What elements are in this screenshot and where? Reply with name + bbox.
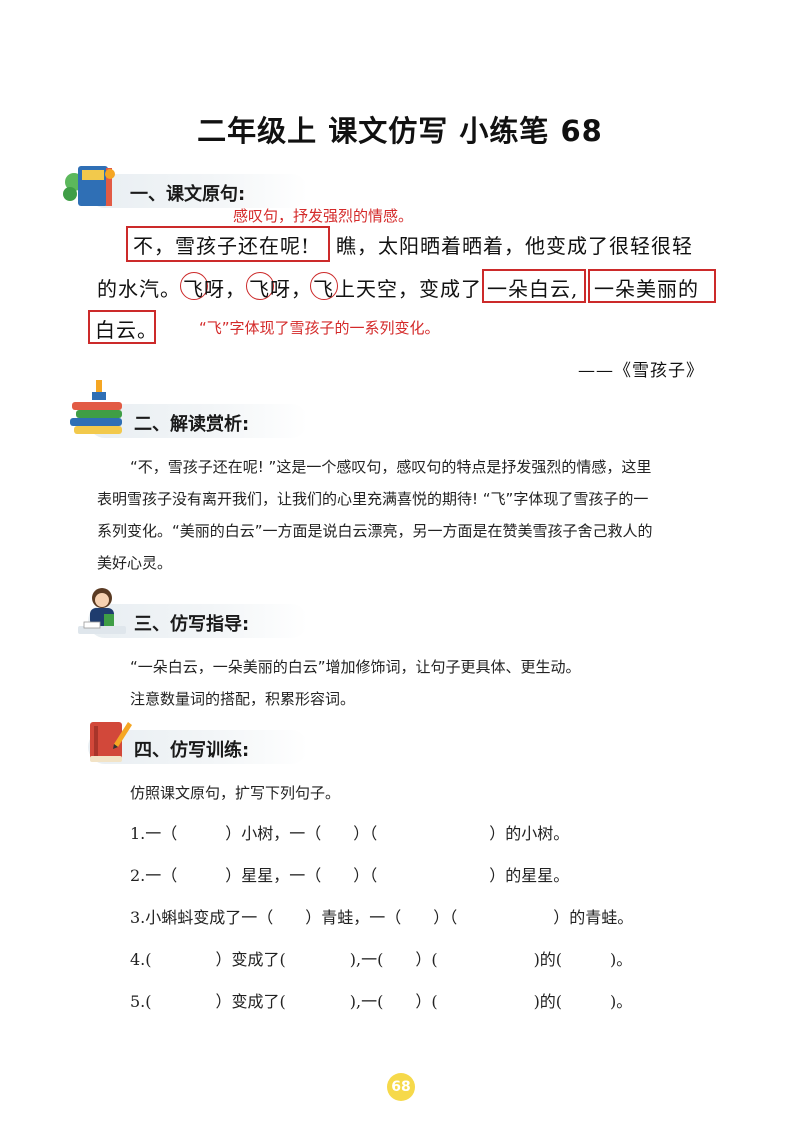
boxed-phrase-a: 一朵白云, bbox=[487, 277, 579, 301]
page-number-badge: 68 bbox=[387, 1073, 415, 1101]
highlight-box bbox=[482, 269, 586, 303]
highlight-box bbox=[588, 269, 716, 303]
books-icon bbox=[62, 160, 115, 206]
practice-item[interactable]: 5.( ）变成了( ),一( ）( )的( )。 bbox=[130, 992, 633, 1011]
section-bar bbox=[88, 404, 308, 438]
guide-line: “一朵白云，一朵美丽的白云”增加修饰词，让句子更具体、更生动。 bbox=[130, 658, 581, 676]
analysis-line: “不，雪孩子还在呢! ”这是一个感叹句，感叹句的特点是抒发强烈的情感，这里 bbox=[130, 458, 652, 476]
fei-char: 飞 bbox=[313, 277, 334, 301]
practice-item[interactable]: 2.一（ ）星星，一（ ）（ ）的星星。 bbox=[130, 866, 570, 885]
section-bar bbox=[88, 174, 308, 208]
original-line3: 白云。 bbox=[95, 318, 158, 342]
analysis-line: 美好心灵。 bbox=[97, 554, 173, 572]
fei-char: 飞 bbox=[249, 277, 270, 301]
book-stack-icon bbox=[68, 378, 122, 434]
section-heading: 三、仿写指导: bbox=[134, 614, 250, 635]
original-line1-boxed: 不，雪孩子还在呢! bbox=[133, 234, 311, 258]
source-citation: ——《雪孩子》 bbox=[578, 361, 704, 381]
boxed-phrase-b: 一朵美丽的 bbox=[594, 277, 699, 301]
analysis-line: 表明雪孩子没有离开我们，让我们的心里充满喜悦的期待! “飞”字体现了雪孩子的一 bbox=[97, 490, 649, 508]
analysis-line: 系列变化。“美丽的白云”一方面是说白云漂亮，另一方面是在赞美雪孩子舍己救人的 bbox=[97, 522, 653, 540]
guide-line: 注意数量词的搭配，积累形容词。 bbox=[130, 690, 356, 708]
circle-mark bbox=[310, 272, 338, 300]
ya-text: 呀， bbox=[204, 277, 246, 301]
annotation-exclamation: 感叹句，抒发强烈的情感。 bbox=[233, 207, 414, 225]
notebook-icon bbox=[84, 716, 136, 762]
original-line2-start: 的水汽。 bbox=[97, 277, 181, 301]
original-line2-mid: 上天空，变成了 bbox=[335, 277, 482, 301]
fei-char: 飞 bbox=[183, 277, 204, 301]
section-heading: 四、仿写训练: bbox=[134, 740, 250, 761]
section-heading: 一、课文原句: bbox=[130, 184, 246, 205]
practice-intro: 仿照课文原句，扩写下列句子。 bbox=[130, 784, 341, 802]
practice-item[interactable]: 4.( ）变成了( ),一( ）( )的( )。 bbox=[130, 950, 633, 969]
practice-item[interactable]: 1.一（ ）小树，一（ ）（ ）的小树。 bbox=[130, 824, 570, 843]
highlight-box bbox=[126, 226, 330, 262]
page-title: 二年级上 课文仿写 小练笔 68 bbox=[197, 114, 603, 148]
circle-mark bbox=[246, 272, 274, 300]
ya-text: 呀， bbox=[270, 277, 312, 301]
teacher-icon bbox=[74, 584, 126, 634]
practice-item[interactable]: 3.小蝌蚪变成了一（ ）青蛙，一（ ）（ ）的青蛙。 bbox=[130, 908, 634, 927]
highlight-box bbox=[88, 310, 156, 344]
circle-mark bbox=[180, 272, 208, 300]
original-line1-rest: 瞧，太阳晒着晒着，他变成了很轻很轻 bbox=[336, 234, 693, 258]
annotation-fei: “飞”字体现了雪孩子的一系列变化。 bbox=[199, 319, 440, 337]
section-heading: 二、解读赏析: bbox=[134, 414, 250, 435]
